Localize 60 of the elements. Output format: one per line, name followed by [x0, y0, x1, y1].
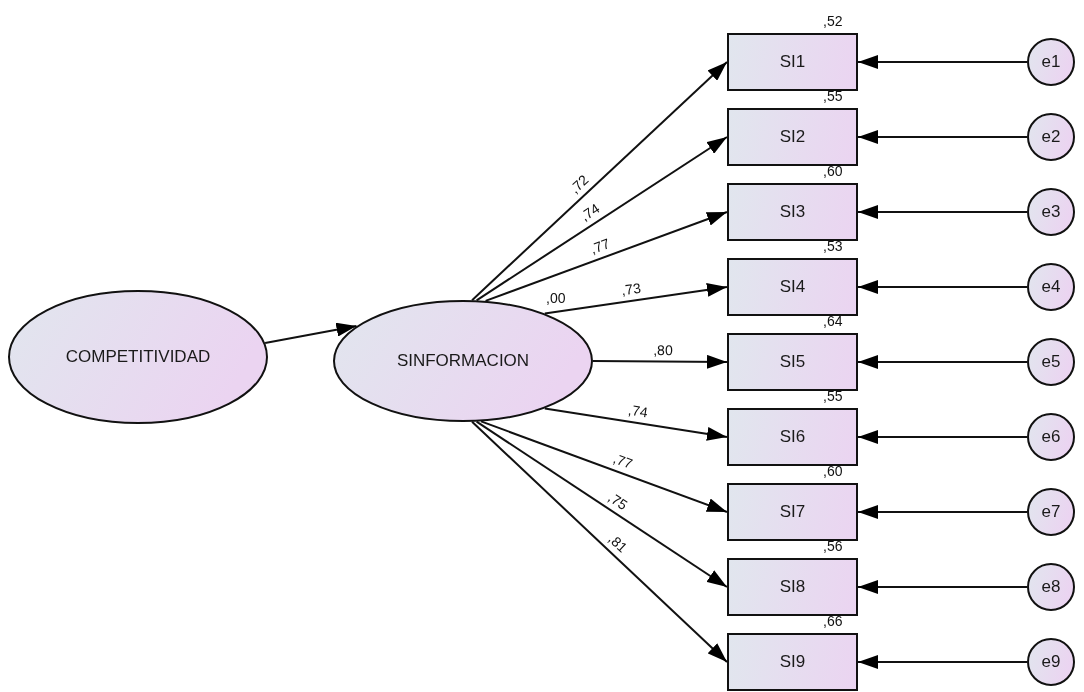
observed-variable-box: [727, 108, 858, 166]
arrow: [592, 354, 728, 369]
edge-label: ,74: [626, 402, 650, 420]
variable-name: SI8: [779, 577, 806, 597]
variable-name: e2: [1041, 127, 1061, 147]
arrow: [484, 211, 728, 302]
arrow: [264, 322, 358, 345]
arrow: [471, 61, 728, 302]
variable-name: SI6: [779, 427, 806, 447]
r-squared-value: ,60: [823, 164, 843, 178]
variable-name: SI5: [779, 352, 806, 372]
variable-name: e1: [1041, 52, 1061, 72]
variable-name: e9: [1041, 652, 1061, 672]
observed-variable-box: [727, 333, 858, 391]
variable-name: SI3: [779, 202, 806, 222]
r-squared-value: ,52: [823, 14, 843, 28]
variable-name: e8: [1041, 577, 1061, 597]
r-squared-value: ,56: [823, 539, 843, 553]
arrow: [543, 407, 728, 441]
variable-name: SI1: [779, 52, 806, 72]
variable-name: e6: [1041, 427, 1061, 447]
edge-label: ,80: [652, 342, 674, 357]
arrow: [857, 280, 1028, 294]
arrow: [475, 420, 728, 588]
observed-variable-box: [727, 33, 858, 91]
r-squared-value: ,66: [823, 614, 843, 628]
arrow: [857, 430, 1028, 444]
observed-variable-box: [727, 183, 858, 241]
variable-name: SI2: [779, 127, 806, 147]
r-squared-value: ,55: [823, 89, 843, 103]
arrow: [857, 55, 1028, 69]
r-squared-value: ,64: [823, 314, 843, 328]
arrow: [857, 505, 1028, 519]
arrow: [857, 130, 1028, 144]
arrow: [480, 420, 728, 513]
variable-name: SI4: [779, 277, 806, 297]
arrow: [475, 136, 728, 302]
observed-variable-box: [727, 408, 858, 466]
arrow: [857, 580, 1028, 594]
observed-variable-box: [727, 558, 858, 616]
arrow: [471, 420, 728, 663]
r-squared-value: ,60: [823, 464, 843, 478]
variable-name: SINFORMACION: [396, 351, 530, 371]
arrow: [857, 655, 1028, 669]
r-squared-value: ,00: [546, 291, 566, 305]
arrow: [543, 282, 728, 315]
observed-variable-box: [727, 633, 858, 691]
r-squared-value: ,53: [823, 239, 843, 253]
arrow: [857, 205, 1028, 219]
variable-name: SI9: [779, 652, 806, 672]
variable-name: e5: [1041, 352, 1061, 372]
variable-name: e4: [1041, 277, 1061, 297]
variable-name: e7: [1041, 502, 1061, 522]
variable-name: e3: [1041, 202, 1061, 222]
observed-variable-box: [727, 483, 858, 541]
variable-name: SI7: [779, 502, 806, 522]
arrow: [857, 355, 1028, 369]
r-squared-value: ,55: [823, 389, 843, 403]
variable-name: COMPETITIVIDAD: [65, 347, 211, 367]
observed-variable-box: [727, 258, 858, 316]
